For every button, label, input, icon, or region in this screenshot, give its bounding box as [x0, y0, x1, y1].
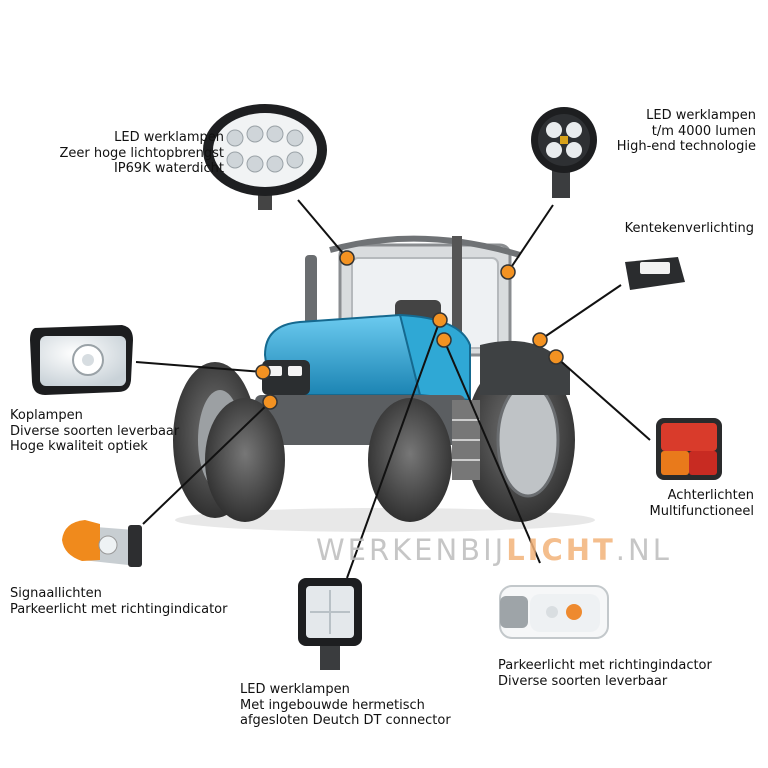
marker-dot: [255, 364, 271, 380]
parking-light-icon: [499, 585, 609, 639]
tail-light-icon: [656, 418, 722, 480]
connector-line-headlamp: [135, 361, 264, 373]
label-work-lamp-square: LED werklampen Met ingebouwde hermetisch…: [240, 682, 451, 729]
label-line: LED werklampen: [114, 130, 224, 145]
oval-work-lamp-icon: [203, 104, 327, 210]
marker-dot: [532, 332, 548, 348]
watermark-part3: .NL: [615, 533, 672, 567]
label-line: LED werklampen: [240, 682, 350, 697]
headlamp-icon: [30, 325, 133, 395]
marker-dot: [500, 264, 516, 280]
label-line: Achterlichten: [667, 488, 754, 503]
connector-line-parking-light: [443, 339, 541, 564]
label-line: Multifunctioneel: [649, 503, 755, 519]
connector-lines: [135, 199, 651, 579]
connector-line-plate-light: [539, 284, 622, 341]
label-line: IP69K waterdicht: [113, 161, 224, 176]
label-line: Hoge kwaliteit optiek: [10, 439, 148, 454]
signal-light-icon: [62, 520, 142, 567]
connector-line-signal-light: [142, 401, 271, 525]
label-line: Zeer hoge lichtopbrengst: [59, 145, 224, 161]
watermark-part1: WERKENBIJ: [316, 533, 507, 567]
tractor-illustration: [173, 235, 595, 532]
label-line: Diverse soorten leverbaar: [498, 673, 668, 689]
connector-line-square-lamp: [346, 319, 441, 579]
marker-dot: [436, 332, 452, 348]
label-line: Met ingebouwde hermetisch: [240, 697, 425, 713]
connector-line-round-lamp: [507, 204, 554, 273]
label-line: Diverse soorten leverbaar: [10, 423, 180, 439]
license-plate-light-icon: [625, 257, 685, 290]
label-line: Parkeerlicht met richtingindactor: [498, 658, 712, 673]
label-work-lamp-oval: LED werklampen Zeer hoge lichtopbrengst …: [59, 130, 224, 177]
label-plate-light: Kentekenverlichting: [625, 221, 754, 237]
marker-dot: [432, 312, 448, 328]
label-line: t/m 4000 lumen: [651, 123, 756, 139]
label-line: Kentekenverlichting: [624, 221, 754, 236]
label-work-lamp-round: LED werklampen t/m 4000 lumen High-end t…: [617, 108, 756, 155]
label-parking-light: Parkeerlicht met richtingindactor Divers…: [498, 658, 712, 689]
label-line: Signaallichten: [10, 586, 102, 601]
marker-dot: [339, 250, 355, 266]
label-tail-light: Achterlichten Multifunctioneel: [650, 488, 755, 519]
watermark: WERKENBIJLICHT.NL: [316, 533, 672, 567]
marker-dot: [548, 349, 564, 365]
marker-dot: [262, 394, 278, 410]
square-work-lamp-icon: [298, 578, 362, 670]
connector-line-tail-light: [555, 356, 651, 441]
marker-dots: [255, 250, 564, 410]
round-work-lamp-icon: [531, 107, 597, 198]
label-line: Koplampen: [10, 408, 83, 423]
label-line: High-end technologie: [616, 139, 756, 154]
connector-line-oval-lamp: [297, 199, 348, 259]
label-line: Parkeerlicht met richtingindicator: [10, 601, 228, 617]
label-signal-light: Signaallichten Parkeerlicht met richting…: [10, 586, 227, 617]
label-headlamp: Koplampen Diverse soorten leverbaar Hoge…: [10, 408, 179, 455]
label-line: afgesloten Deutch DT connector: [240, 713, 451, 728]
watermark-part2: LICHT: [506, 533, 616, 567]
label-line: LED werklampen: [646, 108, 756, 123]
